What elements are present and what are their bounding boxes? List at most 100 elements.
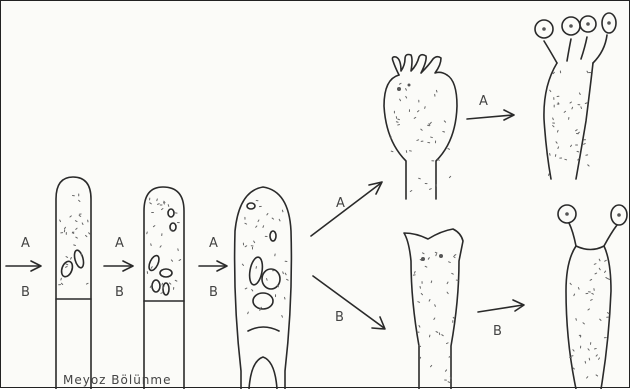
stipple-mark [157,199,158,201]
stipple-mark [256,226,257,227]
stipple-mark [553,126,554,127]
stipple-mark [245,288,247,289]
stipple-mark [76,237,78,238]
stipple-mark [557,130,558,132]
stipple-mark [60,220,61,222]
stipple-mark [64,227,65,229]
stipple-mark [161,293,163,294]
stipple-mark [66,264,68,265]
cell-stage-2 [144,187,184,389]
stipple-mark [447,282,448,284]
stipple-mark [245,223,247,224]
stipple-mark [565,159,567,160]
stipple-mark [431,281,432,283]
stipple-mark [436,90,437,92]
stipple-mark [79,215,81,216]
stipple-mark [419,326,420,328]
stipple-mark [86,235,87,236]
stipple-mark [70,216,71,217]
stipple-mark [578,132,579,133]
stipple-mark [414,117,416,118]
stipple-mark [587,377,588,378]
stipple-mark [254,241,255,243]
stipple-mark [605,271,606,272]
stipple-mark [585,103,587,104]
stipple-mark [150,203,152,204]
cytoplasm-stipple [548,71,590,175]
stipple-mark [445,370,446,371]
stipple-mark [74,245,76,246]
stipple-mark [258,220,259,222]
stipple-mark [600,319,601,320]
stipple-mark [454,255,456,256]
stipple-mark [576,319,577,321]
stipple-mark [79,200,80,201]
stipple-mark [421,293,422,294]
stipple-mark [570,283,571,284]
stipple-mark [421,129,422,130]
stipple-mark [285,273,286,275]
stipple-mark [283,272,284,274]
stipple-mark [572,107,573,109]
stipple-mark [398,119,400,120]
stipple-mark [607,313,609,314]
stipple-mark [595,273,597,274]
stipple-mark [76,228,77,229]
stipple-mark [571,145,572,146]
branch-arrow-b [313,276,385,329]
stipple-mark [429,300,430,302]
stipple-mark [422,253,424,254]
stipple-mark [596,355,597,356]
stipple-mark [419,178,421,179]
cytoplasm-stipple [570,259,610,378]
stipple-mark [417,140,419,141]
stipple-mark [429,124,430,125]
stipple-mark [430,365,431,366]
stipple-mark [438,159,439,160]
stipple-mark [452,273,454,274]
stipple-mark [587,71,588,73]
stipple-mark [158,204,160,205]
label-a-1: A [21,236,30,251]
arrow-b-mature [478,300,524,312]
stipple-mark [414,272,415,274]
stipple-mark [453,317,454,318]
stipple-mark [579,93,580,95]
label-b-2: B [115,285,124,300]
stipple-mark [588,165,589,166]
stipple-mark [65,266,67,267]
stipple-mark [430,122,431,123]
cytoplasm-stipple [242,200,288,317]
cytoplasm-stipple [391,83,451,191]
stipple-mark [434,318,435,320]
stipple-mark [448,382,450,383]
stipple-mark [71,257,72,259]
stipple-mark [435,252,437,253]
stipple-mark [599,259,600,261]
arrow-2 [104,261,133,271]
label-a-mature: A [479,94,488,109]
stipple-mark [576,130,578,131]
stipple-mark [448,149,450,150]
stipple-mark [391,151,393,152]
stipple-mark [410,191,412,192]
stipple-mark [548,174,549,176]
stipple-mark [550,90,551,91]
stipple-mark [594,264,596,265]
stipple-mark [418,111,419,112]
arrow-3 [199,261,227,271]
basidium-a-mature [535,13,616,179]
stipple-mark [267,279,268,281]
stipple-mark [449,176,450,177]
stipple-mark [282,210,283,212]
stipple-mark [553,118,554,120]
stipple-mark [179,260,181,261]
branch-arrow-a [311,182,382,236]
stipple-mark [450,377,451,379]
stipple-mark [169,283,170,284]
label-b-1: B [21,285,30,300]
caption-meiosis: Meyoz Bölünme [63,373,171,387]
stipple-mark [605,260,607,261]
stipple-mark [406,89,407,91]
stipple-mark [564,111,565,112]
